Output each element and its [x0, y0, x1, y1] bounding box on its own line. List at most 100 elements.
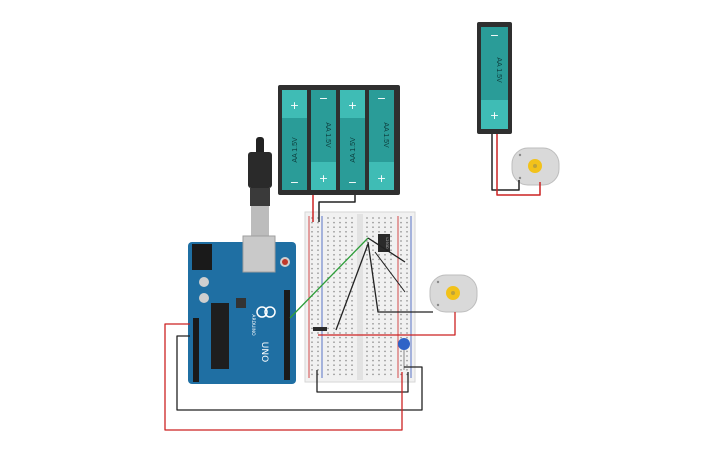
breadboard-hole[interactable] — [400, 309, 402, 311]
breadboard-hole[interactable] — [372, 364, 374, 366]
breadboard-hole[interactable] — [345, 369, 347, 371]
breadboard-hole[interactable] — [327, 235, 329, 238]
breadboard-hole[interactable] — [378, 286, 380, 288]
breadboard-hole[interactable] — [384, 226, 386, 228]
breadboard-hole[interactable] — [390, 290, 392, 293]
breadboard-hole[interactable] — [339, 231, 341, 233]
breadboard-hole[interactable] — [317, 350, 319, 353]
breadboard-hole[interactable] — [317, 373, 319, 376]
breadboard-hole[interactable] — [378, 364, 380, 366]
breadboard-hole[interactable] — [406, 249, 408, 251]
breadboard-hole[interactable] — [400, 290, 402, 293]
breadboard-hole[interactable] — [400, 263, 402, 265]
breadboard-hole[interactable] — [384, 359, 386, 362]
breadboard-hole[interactable] — [333, 226, 335, 228]
arduino-uno[interactable]: ARDUINO UNO — [188, 235, 296, 384]
breadboard-hole[interactable] — [400, 281, 402, 284]
breadboard-hole[interactable] — [366, 254, 368, 256]
breadboard-hole[interactable] — [327, 336, 329, 339]
breadboard-hole[interactable] — [351, 231, 353, 233]
breadboard-hole[interactable] — [311, 369, 313, 371]
breadboard-hole[interactable] — [327, 249, 329, 251]
breadboard-hole[interactable] — [327, 281, 329, 284]
breadboard-hole[interactable] — [378, 313, 380, 316]
breadboard-hole[interactable] — [372, 231, 374, 233]
breadboard-hole[interactable] — [351, 290, 353, 293]
breadboard-hole[interactable] — [372, 359, 374, 362]
wire-black[interactable] — [318, 195, 356, 222]
breadboard-hole[interactable] — [372, 295, 374, 297]
breadboard-hole[interactable] — [390, 254, 392, 256]
breadboard-hole[interactable] — [317, 304, 319, 307]
breadboard-hole[interactable] — [390, 249, 392, 251]
breadboard-hole[interactable] — [345, 336, 347, 339]
breadboard-hole[interactable] — [378, 355, 380, 357]
breadboard-hole[interactable] — [372, 221, 374, 224]
breadboard-hole[interactable] — [317, 369, 319, 371]
breadboard-hole[interactable] — [345, 226, 347, 228]
breadboard-hole[interactable] — [384, 336, 386, 339]
breadboard-hole[interactable] — [406, 355, 408, 357]
breadboard-hole[interactable] — [345, 235, 347, 238]
breadboard-hole[interactable] — [366, 369, 368, 371]
breadboard-hole[interactable] — [317, 217, 319, 219]
breadboard-hole[interactable] — [400, 240, 402, 242]
breadboard-hole[interactable] — [366, 290, 368, 293]
breadboard-hole[interactable] — [372, 369, 374, 371]
breadboard-hole[interactable] — [390, 231, 392, 233]
breadboard-hole[interactable] — [345, 244, 347, 247]
breadboard-hole[interactable] — [406, 221, 408, 224]
breadboard-hole[interactable] — [351, 332, 353, 334]
breadboard-hole[interactable] — [366, 221, 368, 224]
wire-green[interactable] — [289, 237, 369, 319]
breadboard-hole[interactable] — [327, 277, 329, 279]
breadboard-hole[interactable] — [406, 304, 408, 307]
breadboard-hole[interactable] — [351, 373, 353, 376]
breadboard-hole[interactable] — [372, 355, 374, 357]
breadboard-hole[interactable] — [390, 240, 392, 242]
breadboard-hole[interactable] — [327, 309, 329, 311]
breadboard-hole[interactable] — [327, 332, 329, 334]
breadboard-hole[interactable] — [327, 231, 329, 233]
breadboard-hole[interactable] — [366, 304, 368, 307]
breadboard-hole[interactable] — [339, 235, 341, 238]
breadboard-hole[interactable] — [345, 231, 347, 233]
breadboard-hole[interactable] — [351, 235, 353, 238]
breadboard-hole[interactable] — [351, 244, 353, 247]
breadboard-hole[interactable] — [400, 272, 402, 274]
breadboard-hole[interactable] — [351, 336, 353, 339]
breadboard-hole[interactable] — [351, 226, 353, 228]
breadboard-hole[interactable] — [372, 323, 374, 325]
breadboard-hole[interactable] — [345, 332, 347, 334]
breadboard-hole[interactable] — [311, 313, 313, 316]
breadboard-hole[interactable] — [345, 309, 347, 311]
breadboard-hole[interactable] — [351, 217, 353, 219]
breadboard-hole[interactable] — [345, 350, 347, 353]
breadboard-hole[interactable] — [327, 258, 329, 261]
breadboard-hole[interactable] — [345, 318, 347, 320]
breadboard-hole[interactable] — [384, 300, 386, 302]
breadboard-hole[interactable] — [406, 272, 408, 274]
breadboard-hole[interactable] — [378, 309, 380, 311]
breadboard-hole[interactable] — [366, 355, 368, 357]
breadboard-hole[interactable] — [372, 254, 374, 256]
breadboard-hole[interactable] — [400, 235, 402, 238]
breadboard-hole[interactable] — [378, 373, 380, 376]
breadboard-hole[interactable] — [339, 277, 341, 279]
breadboard-hole[interactable] — [311, 267, 313, 270]
breadboard-hole[interactable] — [351, 350, 353, 353]
breadboard-hole[interactable] — [400, 323, 402, 325]
breadboard-hole[interactable] — [390, 355, 392, 357]
breadboard-hole[interactable] — [366, 323, 368, 325]
breadboard-hole[interactable] — [406, 240, 408, 242]
breadboard-hole[interactable] — [390, 281, 392, 284]
breadboard-hole[interactable] — [311, 318, 313, 320]
breadboard-hole[interactable] — [406, 373, 408, 376]
breadboard-hole[interactable] — [327, 300, 329, 302]
breadboard-hole[interactable] — [333, 281, 335, 284]
breadboard-hole[interactable] — [390, 369, 392, 371]
breadboard-hole[interactable] — [339, 373, 341, 376]
breadboard-hole[interactable] — [351, 369, 353, 371]
breadboard-hole[interactable] — [339, 300, 341, 302]
breadboard-hole[interactable] — [311, 263, 313, 265]
